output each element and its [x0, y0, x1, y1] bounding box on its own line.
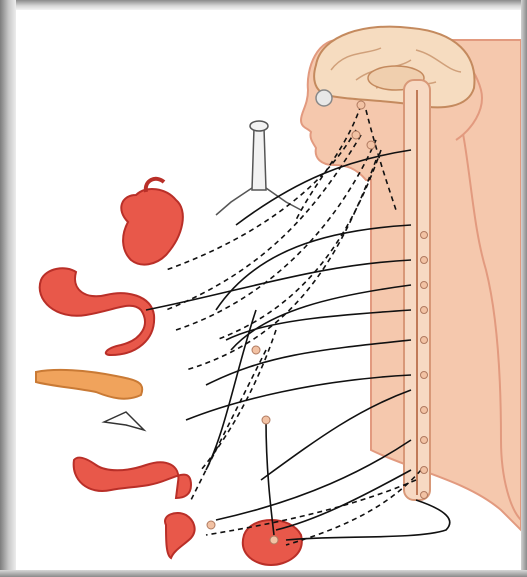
- frame-top-edge: [0, 0, 527, 10]
- stomach-icon: [40, 268, 154, 355]
- nervous-system-diagram: [16, 10, 521, 570]
- kidney-icon: [165, 513, 195, 558]
- liver-icon: [104, 412, 144, 430]
- eye-icon: [316, 90, 332, 106]
- frame-right-edge: [521, 0, 527, 577]
- frame-left-edge: [0, 0, 16, 577]
- frame-bottom-edge: [0, 570, 527, 577]
- bronchi-icon: [216, 121, 301, 215]
- heart-icon: [121, 189, 183, 265]
- pancreas-icon: [36, 370, 142, 399]
- colon-icon: [74, 458, 191, 498]
